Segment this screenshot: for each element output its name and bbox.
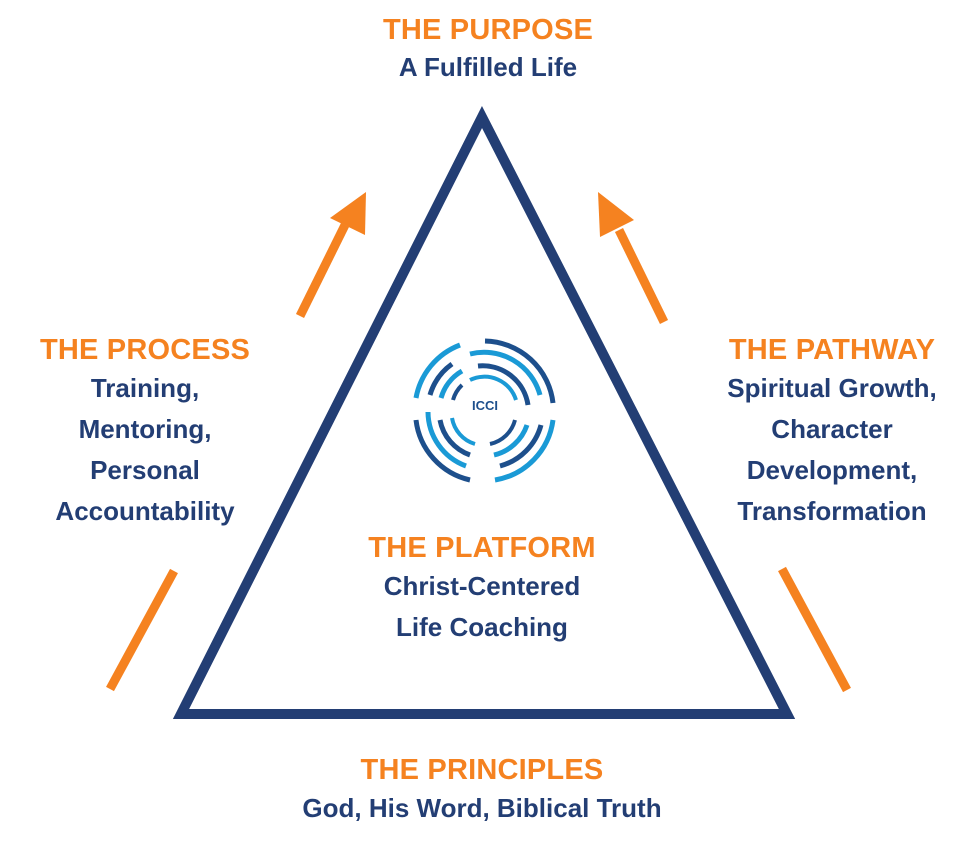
platform-line-2: Life Coaching — [396, 612, 568, 642]
pathway-heading: THE PATHWAY — [728, 334, 936, 366]
pathway-line-3: Development, — [746, 455, 918, 485]
process-heading: THE PROCESS — [39, 334, 251, 366]
process-line-1: Training, — [90, 373, 200, 403]
purpose-line: A Fulfilled Life — [398, 52, 578, 82]
process-line-4: Accountability — [55, 496, 235, 526]
process-block: THE PROCESS Training, Mentoring, Persona… — [18, 332, 272, 532]
process-line-3: Personal — [90, 455, 200, 485]
pathway-line-4: Transformation — [737, 496, 927, 526]
platform-heading: THE PLATFORM — [368, 532, 596, 564]
principles-heading: THE PRINCIPLES — [360, 754, 604, 786]
right-lower-segment — [778, 566, 851, 693]
pathway-block: THE PATHWAY Spiritual Growth, Character … — [692, 332, 972, 532]
triangle-outline — [172, 105, 796, 719]
principles-line: God, His Word, Biblical Truth — [302, 793, 662, 823]
platform-block: THE PLATFORM Christ-Centered Life Coachi… — [332, 530, 632, 648]
purpose-block: THE PURPOSE A Fulfilled Life — [330, 12, 646, 86]
pathway-line-2: Character — [771, 414, 893, 444]
process-line-2: Mentoring, — [78, 414, 212, 444]
left-arrow-up-icon — [295, 192, 366, 318]
principles-block: THE PRINCIPLES God, His Word, Biblical T… — [250, 752, 714, 829]
pathway-line-1: Spiritual Growth, — [727, 373, 937, 403]
purpose-heading: THE PURPOSE — [382, 14, 594, 46]
left-lower-segment — [106, 568, 178, 692]
right-arrow-up-icon — [598, 192, 669, 324]
concentric-arcs-logo-icon — [413, 338, 556, 483]
platform-line-1: Christ-Centered — [383, 571, 581, 601]
logo-text: ICCI — [472, 398, 498, 413]
